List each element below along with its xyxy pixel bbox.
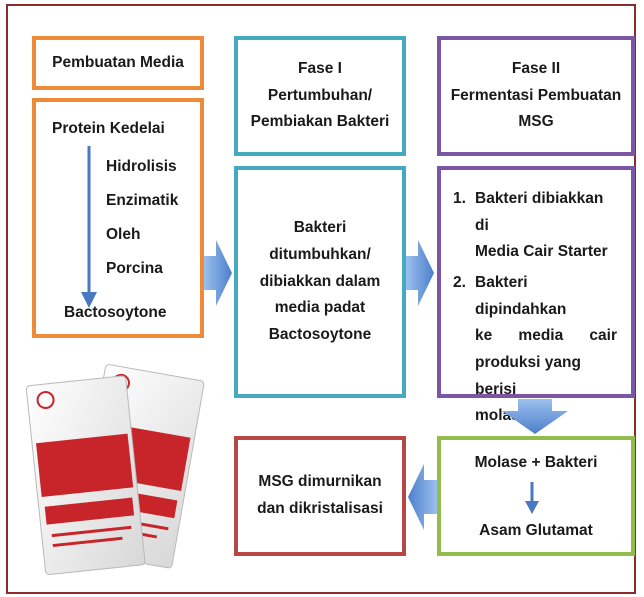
fase2-step-1-number: 1. xyxy=(453,190,466,207)
small-down-arrow-icon xyxy=(525,482,539,514)
fase2-step-2: 2. Bakteri dipindahkan ke media cair pro… xyxy=(453,270,617,430)
header-fase2: Fase II Fermentasi Pembuatan MSG xyxy=(437,36,635,156)
media-step-2: Enzimatik xyxy=(106,192,179,209)
media-bottom-text: Bactosoytone xyxy=(64,304,167,321)
header-fase1-line-1: Fase I xyxy=(298,60,342,78)
header-fase1-line-3: Pembiakan Bakteri xyxy=(250,113,390,131)
media-step-3: Oleh xyxy=(106,226,141,243)
fase2-process-box: 1. Bakteri dibiakkan di Media Cair Start… xyxy=(437,166,635,424)
header-fase2-line-1: Fase II xyxy=(511,60,561,78)
msg-line-1: MSG dimurnikan xyxy=(258,473,382,491)
fase1-line-1: Bakteri xyxy=(293,219,347,237)
right-arrow-icon xyxy=(406,240,434,306)
media-step-list: Hidrolisis Enzimatik Oleh Porcina xyxy=(106,150,178,286)
header-media: Pembuatan Media xyxy=(32,36,204,90)
media-top-text: Protein Kedelai xyxy=(52,120,165,137)
header-fase2-line-2: Fermentasi Pembuatan xyxy=(450,86,622,104)
fase1-line-2: ditumbuhkan/ xyxy=(269,246,371,264)
fase1-process-box: Bakteri ditumbuhkan/ dibiakkan dalam med… xyxy=(234,166,406,398)
fase2-step-2-number: 2. xyxy=(453,273,466,291)
left-arrow-icon xyxy=(408,464,437,530)
media-process-box: Protein Kedelai Hidrolisis Enzimatik Ole… xyxy=(32,98,204,338)
fase2-step-1-line-1: Bakteri dibiakkan di xyxy=(475,190,604,234)
down-arrow-icon xyxy=(502,399,568,434)
fase2-step-1: 1. Bakteri dibiakkan di Media Cair Start… xyxy=(453,186,617,266)
msg-product-packets-image xyxy=(25,364,205,576)
right-arrow-icon xyxy=(204,240,232,306)
fase2-step-2-line-1: Bakteri dipindahkan xyxy=(475,273,567,318)
header-fase1-line-2: Pertumbuhan/ xyxy=(267,86,373,104)
fase2-step-2-line-2: ke media cair xyxy=(475,327,617,345)
header-media-label: Pembuatan Media xyxy=(52,53,184,71)
fase1-line-4: media padat xyxy=(274,299,366,317)
fase1-line-5: Bactosoytone xyxy=(268,325,372,343)
header-fase1: Fase I Pertumbuhan/ Pembiakan Bakteri xyxy=(234,36,406,156)
msg-line-2: dan dikristalisasi xyxy=(257,500,383,517)
fase2-step-1-line-2: Media Cair Starter xyxy=(475,243,608,261)
molase-bottom-text: Asam Glutamat xyxy=(479,522,593,539)
diagram-frame xyxy=(6,4,636,594)
header-fase2-line-3: MSG xyxy=(518,113,554,131)
media-step-1: Hidrolisis xyxy=(106,158,177,175)
fase1-line-3: dibiakkan dalam xyxy=(259,272,381,290)
molase-top-text: Molase + Bakteri xyxy=(474,454,598,471)
molase-process-box: Molase + Bakteri Asam Glutamat xyxy=(437,436,635,556)
msg-process-box: MSG dimurnikan dan dikristalisasi xyxy=(234,436,406,556)
media-step-4: Porcina xyxy=(106,260,163,277)
fase2-step-2-line-3: produksi yang berisi xyxy=(475,353,581,398)
down-arrow-icon xyxy=(81,146,97,308)
